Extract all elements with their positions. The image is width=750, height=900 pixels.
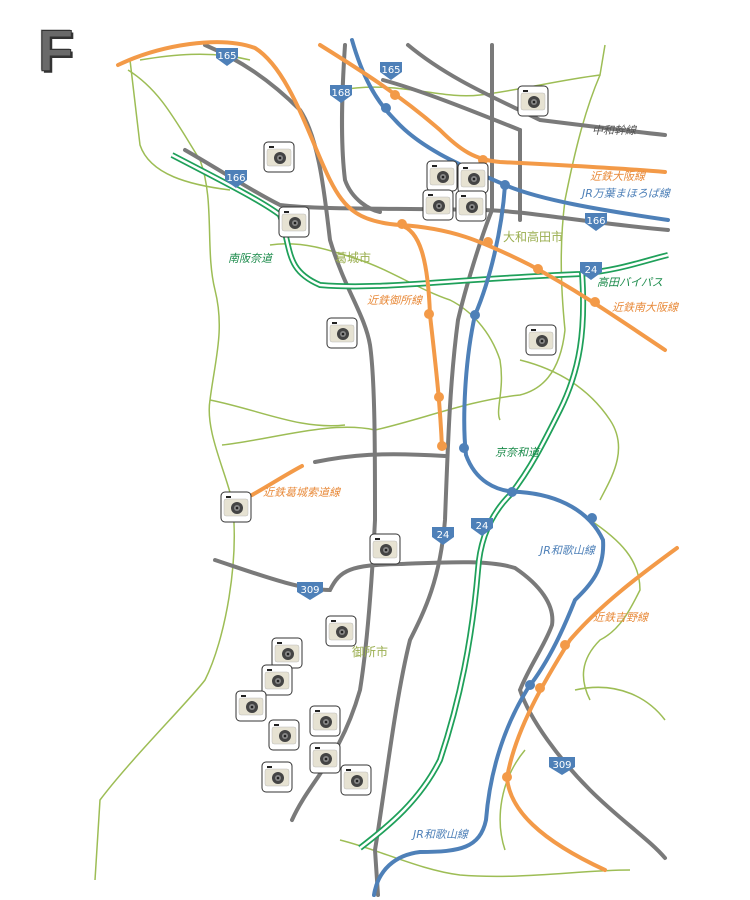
camera-icon[interactable] [261, 664, 293, 696]
camera-icon[interactable] [455, 190, 487, 222]
label-jr-wakayama: JR和歌山線 [411, 828, 470, 841]
svg-text:166: 166 [586, 216, 605, 227]
svg-text:24: 24 [437, 530, 450, 541]
label-takada-bypass: 高田バイパス [597, 276, 663, 289]
camera-icon[interactable] [525, 324, 557, 356]
label-chuwa-kansen: 中和幹線 [592, 124, 638, 137]
camera-icon[interactable] [220, 491, 252, 523]
svg-text:24: 24 [476, 521, 489, 532]
label-kintetsu-katsuragi-ropeway: 近鉄葛城索道線 [263, 486, 342, 499]
kintetsu-lines [116, 40, 679, 872]
camera-icon[interactable] [325, 615, 357, 647]
route-shields: 165 168 165 166 166 24 24 24 309 309 [216, 48, 607, 775]
map-letter: F [37, 19, 74, 85]
camera-icon[interactable] [261, 761, 293, 793]
route-shield-icon: 166 [585, 213, 607, 231]
camera-icon[interactable] [278, 206, 310, 238]
camera-icon[interactable] [369, 533, 401, 565]
camera-icon[interactable] [271, 637, 303, 669]
camera-icon[interactable] [340, 764, 372, 796]
label-katsuragi-city: 葛城市 [335, 250, 371, 265]
camera-icon[interactable] [268, 719, 300, 751]
route-shield-icon: 165 [216, 48, 238, 66]
route-shield-icon: 309 [297, 582, 323, 600]
svg-text:165: 165 [217, 51, 236, 62]
label-kintetsu-yoshino: 近鉄吉野線 [593, 611, 650, 624]
route-shield-icon: 24 [432, 527, 454, 545]
label-kintetsu-minami-osaka: 近鉄南大阪線 [612, 301, 680, 314]
svg-text:165: 165 [381, 65, 400, 76]
camera-icon[interactable] [422, 189, 454, 221]
municipal-boundaries [94, 44, 666, 881]
svg-text:309: 309 [552, 760, 571, 771]
camera-icon[interactable] [517, 85, 549, 117]
label-yamato-takada-city: 大和高田市 [503, 229, 563, 244]
label-minami-hanna: 南阪奈道 [228, 252, 274, 265]
label-keinawa: 京奈和道 [495, 446, 541, 459]
route-shield-icon: 165 [380, 62, 402, 80]
camera-icon[interactable] [309, 705, 341, 737]
camera-icon[interactable] [263, 141, 295, 173]
label-jr-wakayama: JR和歌山線 [538, 544, 597, 557]
camera-icon[interactable] [235, 690, 267, 722]
roads [183, 43, 670, 897]
route-shield-icon: 166 [225, 170, 247, 188]
label-jr-manyo-mahoroba: JR万葉まほろば線 [580, 187, 672, 200]
kintetsu-stations [390, 90, 600, 782]
line-labels: 中和幹線 近鉄大阪線 JR万葉まほろば線 高田バイパス 近鉄南大阪線 南阪奈道 … [228, 124, 680, 841]
svg-text:24: 24 [585, 265, 598, 276]
jr-lines [350, 38, 670, 897]
label-kintetsu-gose: 近鉄御所線 [367, 294, 424, 307]
svg-text:168: 168 [331, 88, 350, 99]
camera-icon[interactable] [309, 742, 341, 774]
jr-stations [381, 103, 597, 690]
label-gose-city: 御所市 [352, 644, 388, 659]
route-shield-icon: 24 [471, 518, 493, 536]
camera-icon[interactable] [326, 317, 358, 349]
route-shield-icon: 168 [330, 85, 352, 103]
route-shield-icon: 24 [580, 262, 602, 280]
route-shield-icon: 309 [549, 757, 575, 775]
camera-icon[interactable] [457, 162, 489, 194]
svg-text:166: 166 [226, 173, 245, 184]
camera-icon[interactable] [426, 160, 458, 192]
label-kintetsu-osaka: 近鉄大阪線 [590, 170, 647, 183]
svg-text:309: 309 [300, 585, 319, 596]
